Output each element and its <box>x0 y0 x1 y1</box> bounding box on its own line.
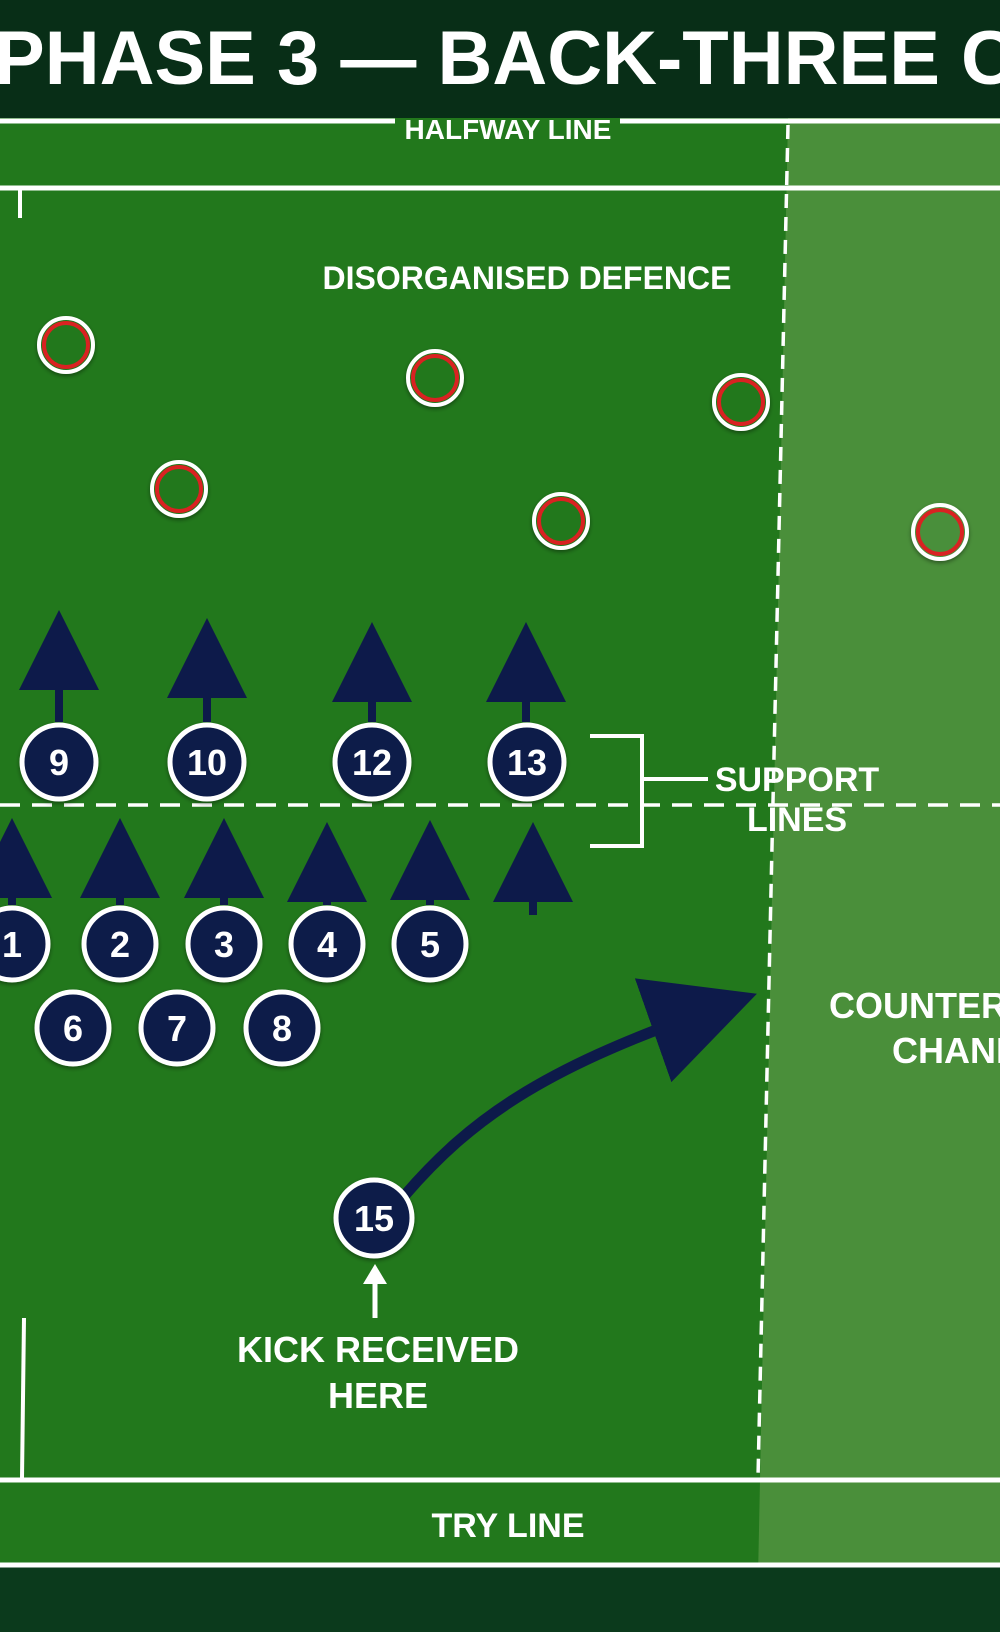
support-bracket <box>590 734 644 848</box>
player-9 <box>19 722 99 802</box>
page-title: PHASE 3 — BACK-THREE COUNTER- <box>0 16 1000 101</box>
player-2-number: 2 <box>110 924 130 965</box>
player-10 <box>167 722 247 802</box>
kick-label-2: HERE <box>328 1375 428 1416</box>
player-15 <box>333 1177 415 1259</box>
player-12-number: 12 <box>352 742 392 783</box>
support-arrows <box>0 610 573 915</box>
player-13-number: 13 <box>507 742 547 783</box>
player-2 <box>81 905 159 983</box>
bottom-strip <box>0 1565 1000 1632</box>
channel-boundary <box>756 124 790 1479</box>
player-3-number: 3 <box>214 924 234 965</box>
halfway-label: HALFWAY LINE <box>405 114 612 145</box>
player-5-number: 5 <box>420 924 440 965</box>
player-6 <box>34 989 112 1067</box>
player-8 <box>243 989 321 1067</box>
player-4-number: 4 <box>317 924 337 965</box>
player-4 <box>288 905 366 983</box>
player-1-number: 1 <box>2 924 22 965</box>
touch-line-bottom <box>20 1317 26 1479</box>
defender <box>406 349 464 407</box>
player-1 <box>0 905 51 983</box>
title-bar: PHASE 3 — BACK-THREE COUNTER- <box>0 0 1000 118</box>
defender <box>150 460 208 518</box>
player-6-number: 6 <box>63 1008 83 1049</box>
player-3 <box>185 905 263 983</box>
player-7 <box>138 989 216 1067</box>
player-15-number: 15 <box>354 1198 394 1239</box>
run-arrow <box>400 978 757 1199</box>
try-line-label: TRY LINE <box>431 1507 584 1545</box>
title-svg: PHASE 3 — BACK-THREE COUNTER- <box>0 16 1000 101</box>
channel-label-1: COUNTER-A <box>829 985 1000 1026</box>
player-13 <box>487 722 567 802</box>
player-8-number: 8 <box>272 1008 292 1049</box>
defenders <box>37 316 969 561</box>
defender <box>712 373 770 431</box>
defender <box>532 492 590 550</box>
player-5 <box>391 905 469 983</box>
defence-label: DISORGANISED DEFENCE <box>323 260 732 296</box>
attackers <box>0 722 567 1259</box>
channel-label-2: CHANN <box>892 1030 1000 1071</box>
player-7-number: 7 <box>167 1008 187 1049</box>
counter-attack-channel <box>758 118 1000 1578</box>
player-9-number: 9 <box>49 742 69 783</box>
player-12 <box>332 722 412 802</box>
player-10-number: 10 <box>187 742 227 783</box>
support-label-1: SUPPORT <box>715 761 880 799</box>
defender <box>37 316 95 374</box>
kick-label-1: KICK RECEIVED <box>237 1329 519 1370</box>
kick-arrow-head <box>363 1264 387 1284</box>
support-label-2: LINES <box>747 801 847 839</box>
defender <box>911 503 969 561</box>
